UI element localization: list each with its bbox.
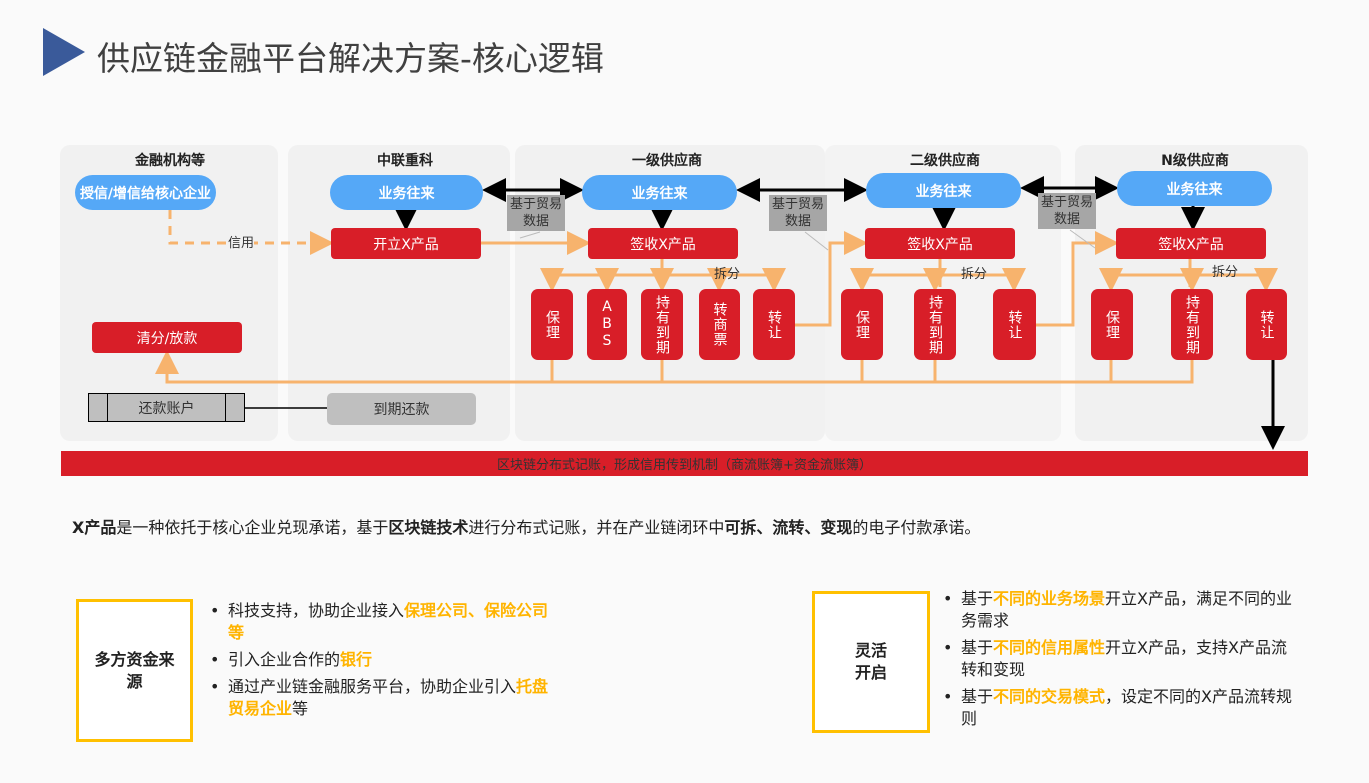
option-label: ABS	[599, 299, 615, 350]
column-header-tierN: N级供应商	[1161, 153, 1229, 169]
text-segment: 银行	[340, 650, 373, 669]
text-segment: 进行分布式记账，并在产业链闭环中	[468, 518, 725, 537]
tier1-option-box: 持有到期	[641, 289, 683, 360]
option-label: 持有到期	[654, 294, 670, 355]
tierN-option-box: 转让	[1246, 289, 1287, 360]
text-segment: 基于	[961, 687, 994, 706]
trade-data-label: 基于贸易数据	[769, 195, 827, 231]
option-label: 转让	[1006, 309, 1023, 340]
trade-data-label: 基于贸易数据	[1038, 193, 1096, 229]
split-label: 拆分	[1212, 265, 1239, 280]
repay-account-label: 还款账户	[138, 400, 195, 417]
clearing-lending-box: 清分/放款	[92, 322, 242, 353]
page-title: 供应链金融平台解决方案-核心逻辑	[97, 39, 604, 78]
bullet-item: 通过产业链金融服务平台，协助企业引入托盘贸易企业等	[210, 676, 560, 720]
repay-account: 还款账户	[88, 393, 245, 422]
text-segment: 不同的交易模式	[993, 687, 1106, 706]
bullet-item: 基于不同的信用属性开立X产品，支持X产品流转和变现	[943, 637, 1298, 681]
tierN-option-box: 持有到期	[1171, 289, 1213, 360]
bullet-item: 基于不同的交易模式，设定不同的X产品流转规则	[943, 686, 1298, 730]
divider	[107, 394, 108, 421]
text-segment: 等	[292, 699, 309, 718]
tier2-option-box: 持有到期	[914, 289, 956, 360]
option-label: 持有到期	[1184, 294, 1200, 355]
text-segment: 基于	[961, 589, 994, 608]
split-label: 拆分	[714, 267, 741, 282]
column-header-core: 中联重科	[377, 153, 433, 169]
text-segment: 的电子付款承诺。	[852, 518, 981, 537]
flexible-issue-box: 灵活开启	[812, 591, 930, 733]
blockchain-bar: 区块链分布式记账，形成信用传到机制（商流账簿+资金流账簿）	[61, 451, 1308, 476]
sign-x-product-tier1: 签收X产品	[588, 228, 738, 259]
option-label: 转让	[766, 309, 782, 340]
business-pill-tier2: 业务往来	[866, 173, 1021, 208]
fund-source-bullets: 科技支持，协助企业接入保理公司、保险公司等引入企业合作的银行通过产业链金融服务平…	[210, 600, 560, 725]
x-product-description: X产品是一种依托于核心企业兑现承诺，基于区块链技术进行分布式记账，并在产业链闭环…	[72, 514, 980, 538]
column-header-finance: 金融机构等	[135, 153, 205, 169]
option-label: 保理	[1104, 309, 1120, 340]
column-header-tier2: 二级供应商	[910, 153, 980, 169]
due-repay-box: 到期还款	[327, 393, 476, 425]
issue-x-product: 开立X产品	[331, 228, 481, 259]
business-pill-tierN: 业务往来	[1117, 171, 1272, 206]
business-pill-core: 业务往来	[330, 175, 483, 210]
text-segment: 开立X产品，支持X产品流转和变现	[961, 638, 1287, 679]
option-label: 保理	[544, 309, 560, 340]
tier1-option-box: ABS	[587, 289, 627, 360]
tierN-option-box: 保理	[1091, 289, 1133, 360]
multi-fund-source-title: 多方资金来源	[94, 649, 175, 691]
text-segment: 通过产业链金融服务平台，协助企业引入	[228, 677, 517, 696]
business-pill-tier1: 业务往来	[582, 175, 737, 210]
multi-fund-source-box: 多方资金来源	[76, 599, 193, 742]
split-label: 拆分	[961, 267, 988, 282]
option-label: 转商票	[711, 302, 728, 347]
text-segment: 基于	[961, 638, 994, 657]
tier2-option-box: 保理	[841, 289, 883, 360]
sign-x-product-tier2: 签收X产品	[865, 228, 1015, 259]
tier1-option-box: 转商票	[699, 289, 740, 360]
credit-grant-pill: 授信/增信给核心企业	[75, 175, 216, 210]
text-segment: X产品	[72, 518, 117, 537]
text-segment: 保理公司、保险公司等	[228, 601, 549, 642]
flexible-issue-title: 灵活开启	[854, 641, 887, 682]
credit-label: 信用	[228, 232, 255, 251]
text-segment: 不同的业务场景	[993, 589, 1106, 608]
flexible-issue-bullets: 基于不同的业务场景开立X产品，满足不同的业务需求基于不同的信用属性开立X产品，支…	[943, 588, 1298, 735]
text-segment: 托盘贸易企业	[228, 677, 549, 718]
text-segment: 是一种依托于核心企业兑现承诺，基于	[116, 518, 389, 537]
text-segment: 科技支持，协助企业接入	[228, 601, 405, 620]
bullet-item: 科技支持，协助企业接入保理公司、保险公司等	[210, 600, 560, 644]
text-segment: 开立X产品，满足不同的业务需求	[961, 589, 1292, 630]
divider	[225, 394, 226, 421]
text-segment: 区块链技术	[388, 518, 469, 537]
title-triangle-icon	[43, 28, 85, 76]
sign-x-product-tierN: 签收X产品	[1116, 228, 1266, 259]
bullet-item: 引入企业合作的银行	[210, 649, 560, 671]
tier2-option-box: 转让	[993, 289, 1036, 360]
column-header-tier1: 一级供应商	[632, 153, 702, 169]
option-label: 持有到期	[927, 294, 943, 355]
option-label: 转让	[1258, 309, 1275, 340]
text-segment: 引入企业合作的	[228, 650, 341, 669]
tier1-option-box: 保理	[531, 289, 573, 360]
tier1-option-box: 转让	[753, 289, 795, 360]
text-segment: 可拆、流转、变现	[724, 518, 853, 537]
trade-data-label: 基于贸易数据	[507, 195, 565, 231]
bullet-item: 基于不同的业务场景开立X产品，满足不同的业务需求	[943, 588, 1298, 632]
text-segment: ，设定不同的X产品流转规则	[961, 687, 1292, 728]
text-segment: 不同的信用属性	[993, 638, 1106, 657]
option-label: 保理	[854, 309, 870, 340]
